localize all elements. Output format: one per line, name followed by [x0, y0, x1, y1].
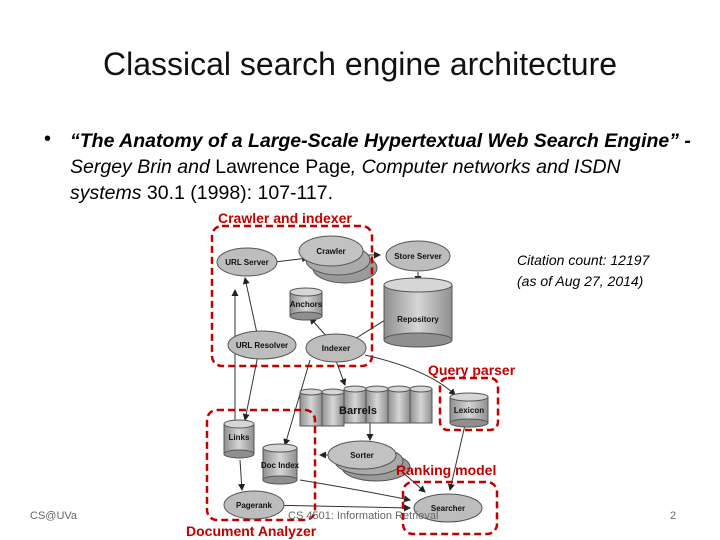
- venue: , Computer networks and ISDN systems: [70, 156, 621, 204]
- indexer-label: Indexer: [322, 344, 350, 353]
- footer-center: CS 4501: Information Retrieval: [288, 510, 439, 522]
- sorter-node: Sorter: [327, 440, 411, 482]
- slide-title: Classical search engine architecture: [102, 46, 618, 82]
- separator: -: [679, 130, 691, 152]
- crawler-indexer-box: [210, 224, 374, 368]
- highlight-regions: [205, 224, 500, 536]
- barrels-label: Barrels: [339, 405, 377, 417]
- author-brin: Sergey Brin and: [70, 156, 210, 178]
- lexicon-label: Lexicon: [454, 406, 484, 415]
- repository-node: Repository: [383, 277, 453, 348]
- crawler-label: Crawler: [316, 247, 345, 256]
- doc-index-label: Doc Index: [261, 461, 300, 470]
- anchors-node: Anchors: [289, 287, 323, 321]
- volume: 30.1 (1998): [141, 182, 247, 204]
- bullet-text: “The Anatomy of a Large-Scale Hypertextu…: [70, 128, 694, 206]
- indexer-node: Indexer: [305, 333, 367, 363]
- citation-count: Citation count: 12197 (as of Aug 27, 201…: [517, 250, 649, 292]
- lexicon-node: Lexicon: [449, 392, 489, 428]
- pagerank-label: Pagerank: [236, 501, 273, 510]
- store-server-label: Store Server: [394, 252, 442, 261]
- sorter-label: Sorter: [350, 451, 374, 460]
- slide-number: 2: [670, 510, 677, 522]
- doc-index-node: Doc Index: [261, 443, 300, 485]
- ranking-model-label: Ranking model: [396, 462, 496, 478]
- footer-left: CS@UVa: [30, 510, 78, 522]
- document-analyzer-box: [205, 408, 317, 522]
- store-server-node: Store Server: [385, 240, 451, 272]
- citation-date-line: (as of Aug 27, 2014): [517, 273, 644, 289]
- repository-label: Repository: [397, 315, 439, 324]
- searcher-node: Searcher: [413, 493, 483, 523]
- url-resolver-node: URL Resolver: [227, 330, 297, 360]
- pagerank-node: Pagerank: [223, 490, 285, 520]
- barrels-node: Barrels: [299, 385, 433, 427]
- document-analyzer-label: Document Analyzer: [186, 523, 317, 539]
- url-server-label: URL Server: [225, 258, 268, 267]
- bullet-symbol: •: [44, 128, 52, 150]
- query-parser-label: Query parser: [428, 362, 516, 378]
- crawler-indexer-label: Crawler and indexer: [218, 210, 352, 226]
- citation-count-line: Citation count: 12197: [517, 252, 650, 268]
- bullet-point: • “The Anatomy of a Large-Scale Hypertex…: [44, 128, 694, 206]
- pages: : 107-117.: [246, 182, 334, 204]
- ranking-model-box: [401, 480, 499, 536]
- links-label: Links: [229, 433, 250, 442]
- url-server-node: URL Server: [216, 247, 278, 277]
- paper-title: “The Anatomy of a Large-Scale Hypertextu…: [70, 130, 679, 152]
- searcher-label: Searcher: [431, 504, 465, 513]
- anchors-label: Anchors: [290, 300, 323, 309]
- url-resolver-label: URL Resolver: [236, 341, 288, 350]
- crawler-node: Crawler: [298, 235, 378, 284]
- links-node: Links: [223, 419, 255, 459]
- author-page: Lawrence Page: [209, 156, 351, 178]
- query-parser-box: [438, 376, 500, 432]
